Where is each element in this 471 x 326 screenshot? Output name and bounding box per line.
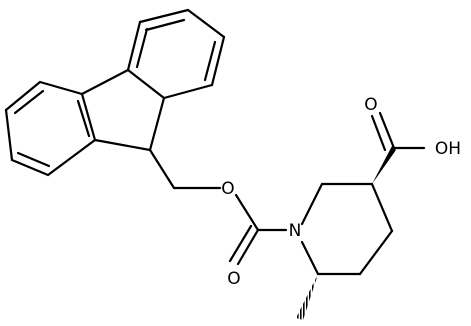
ester-oxygen-label: O [221,179,234,199]
methylene-linker [148,148,222,190]
stereo-hash-bond [296,274,318,320]
stereo-wedge-bond [372,146,396,184]
fluorene-five-ring [80,68,166,152]
piperidine-ring [300,182,394,276]
ring-nitrogen-label: N [289,221,302,241]
fluorene-lower-ring [4,80,97,177]
carbamate-group [228,193,288,266]
fluorene-upper-ring [126,8,226,100]
carboxylic-acid-group [370,111,426,152]
carboxyl-oxygen-label: O [364,95,377,115]
carbonyl-oxygen-label: O [227,269,240,289]
hydroxyl-label: OH [435,139,461,159]
